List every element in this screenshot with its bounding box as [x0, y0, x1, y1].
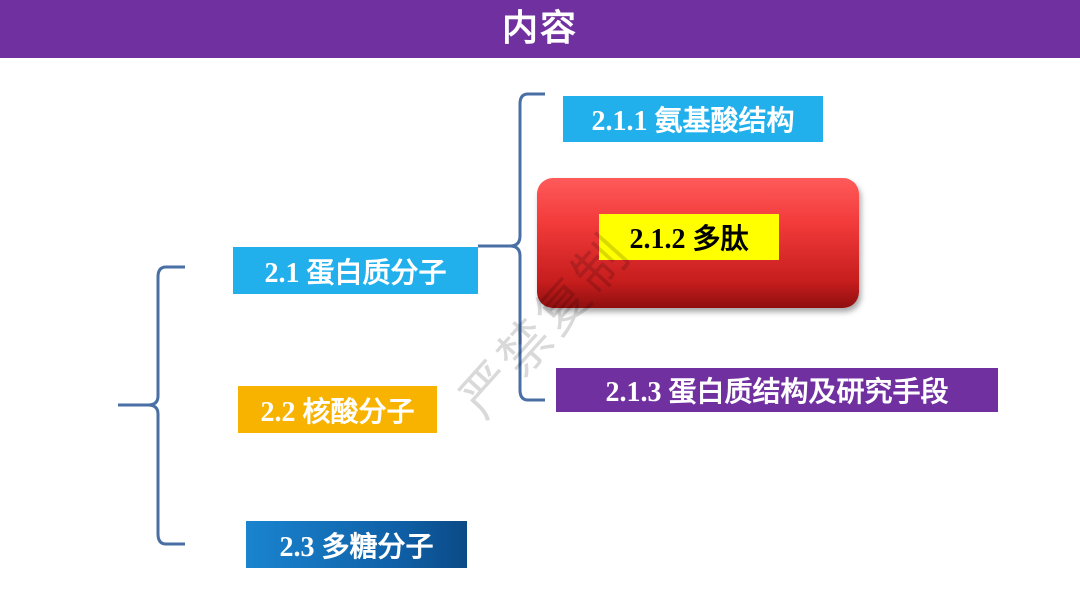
subtopic-protein-structure-methods[interactable]: 2.1.3 蛋白质结构及研究手段 [556, 368, 998, 412]
left-bracket [118, 265, 185, 546]
subtopic-amino-acid-structure[interactable]: 2.1.1 氨基酸结构 [563, 96, 823, 142]
topic-nucleic-acid-molecule[interactable]: 2.2 核酸分子 [238, 386, 437, 433]
header-bar [0, 0, 1080, 58]
subtopic-polypeptide[interactable]: 2.1.2 多肽 [599, 214, 779, 260]
topic-protein-molecule[interactable]: 2.1 蛋白质分子 [233, 247, 478, 294]
page-title: 内容 [501, 8, 578, 49]
topic-polysaccharide-molecule[interactable]: 2.3 多糖分子 [246, 521, 467, 568]
right-bracket [478, 92, 545, 402]
